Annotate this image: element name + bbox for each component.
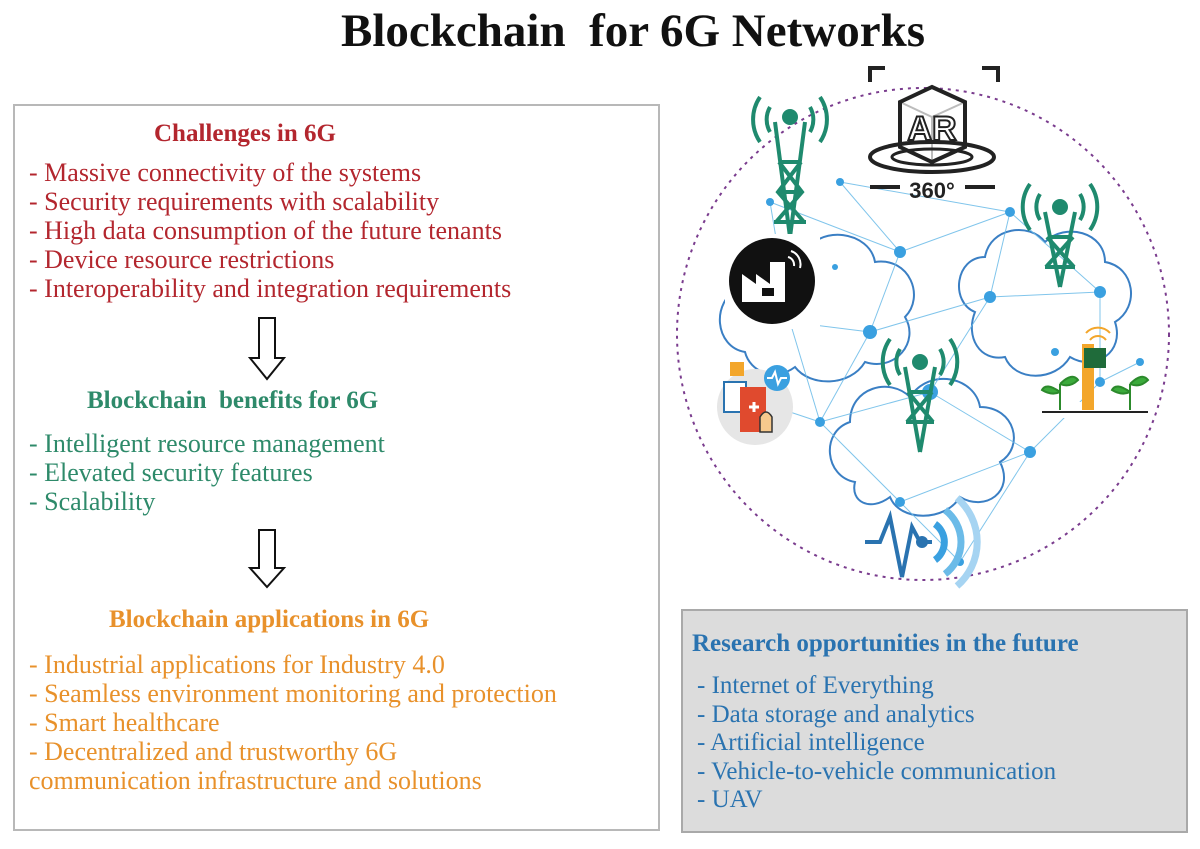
- list-item: - Device resource restrictions: [29, 245, 335, 274]
- ar-label: AR: [907, 110, 956, 148]
- applications-heading: Blockchain applications in 6G: [109, 606, 430, 633]
- list-item: - Decentralized and trustworthy 6G: [29, 737, 398, 766]
- degree-label: 360°: [909, 178, 955, 203]
- list-item: - Vehicle-to-vehicle communication: [697, 757, 1057, 785]
- benefits-list: - Intelligent resource management - Elev…: [29, 429, 385, 516]
- list-item: - Artificial intelligence: [697, 729, 925, 756]
- list-item: - Interoperability and integration requi…: [29, 274, 512, 303]
- down-arrow-icon: [247, 317, 287, 381]
- list-item: - Elevated security features: [29, 458, 313, 487]
- list-item: - Scalability: [29, 487, 156, 516]
- cell-tower-icon: [1020, 182, 1100, 288]
- left-panel: Challenges in 6G - Massive connectivity …: [13, 104, 660, 831]
- smart-farm-icon: [1040, 326, 1150, 418]
- 6g-network-illustration: AR 360°: [676, 66, 1170, 589]
- factory-icon: [725, 234, 820, 329]
- challenges-list: - Massive connectivity of the systems - …: [29, 158, 511, 303]
- healthcare-icon: [717, 362, 793, 445]
- signal-wave-icon: [865, 495, 981, 589]
- cell-tower-icon: [880, 337, 960, 453]
- benefits-heading: Blockchain benefits for 6G: [87, 387, 379, 414]
- research-panel: Research opportunities in the future - I…: [681, 609, 1188, 833]
- list-item: - UAV: [697, 786, 763, 813]
- applications-list: - Industrial applications for Industry 4…: [29, 650, 557, 795]
- list-item: - High data consumption of the future te…: [29, 216, 502, 245]
- list-item: - Security requirements with scalability: [29, 187, 440, 216]
- list-item: - Smart healthcare: [29, 708, 220, 737]
- research-list: - Internet of Everything - Data storage …: [697, 672, 1056, 815]
- list-item: - Intelligent resource management: [29, 429, 385, 458]
- list-item: - Data storage and analytics: [697, 700, 975, 728]
- list-item: - Massive connectivity of the systems: [29, 158, 422, 187]
- challenges-heading: Challenges in 6G: [154, 120, 336, 147]
- network-boundary-circle: [676, 87, 1170, 581]
- list-item: communication infrastructure and solutio…: [29, 766, 482, 795]
- list-item: - Internet of Everything: [697, 672, 934, 699]
- down-arrow-icon: [247, 529, 287, 589]
- ar-360-icon: [868, 66, 1000, 189]
- list-item: - Industrial applications for Industry 4…: [29, 650, 445, 679]
- page-title: Blockchain for 6G Networks: [340, 5, 925, 57]
- research-heading: Research opportunities in the future: [692, 630, 1079, 657]
- list-item: - Seamless environment monitoring and pr…: [29, 679, 557, 708]
- cell-tower-icon: [751, 95, 829, 238]
